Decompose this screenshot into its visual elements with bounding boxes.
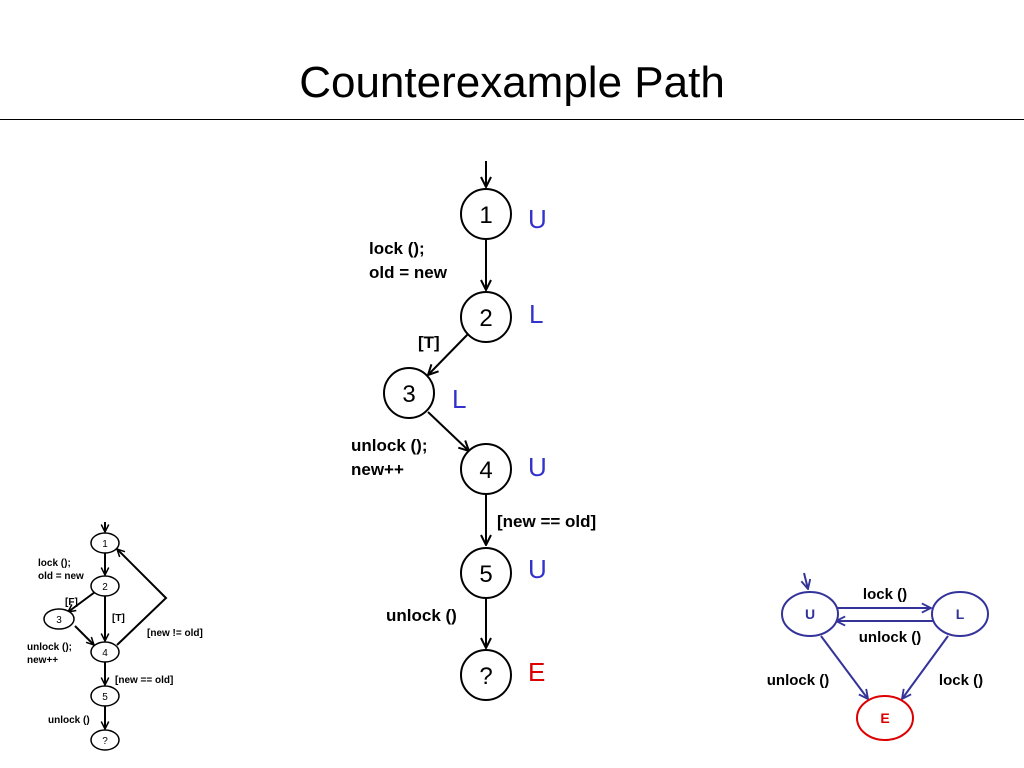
automaton-state-l: L [931,591,989,637]
main-edge-2-3-label: [T] [418,333,440,352]
main-node-1: 1 [460,188,512,240]
cfg-node-1-label: 1 [102,539,108,550]
cfg-node-6-label: ? [102,736,108,747]
automaton-state-l-label: L [956,606,965,622]
main-node-3-label: 3 [402,381,415,408]
automaton-edge-u-to-e [820,635,868,699]
main-node-5: 5 [460,547,512,599]
main-state-4: U [528,452,547,482]
cfg-node-3: 3 [43,608,75,630]
automaton-state-e-label: E [880,710,889,726]
automaton-edge-u-to-l-label: lock () [863,586,907,603]
small-cfg: 1 2 3 4 5 ? lock (); old = new [F] [T] [… [27,522,203,751]
main-edge-5-6-label: unlock () [386,606,457,625]
title-divider [0,119,1024,120]
page-title: Counterexample Path [299,58,725,107]
cfg-edge-4-5-label: [new == old] [115,675,173,686]
main-state-5: U [528,554,547,584]
cfg-edge-3-4-label-2: new++ [27,655,58,666]
cfg-edge-4-1 [117,549,168,646]
cfg-edge-1-2-label-1: lock (); [38,558,71,569]
cfg-node-5: 5 [90,685,120,707]
main-edge-4-5-label: [new == old] [497,512,596,531]
main-node-1-label: 1 [479,202,492,229]
cfg-edge-2-3-label: [F] [65,597,78,608]
cfg-edge-5-6-label: unlock () [48,715,90,726]
main-node-6: ? [460,649,512,701]
main-edge-3-4-label-2: new++ [351,460,404,479]
main-node-2-label: 2 [479,305,492,332]
cfg-node-5-label: 5 [102,692,108,703]
cfg-node-4-label: 4 [102,648,108,659]
automaton-edge-l-to-u-label: unlock () [859,629,922,646]
automaton-edge-l-to-e-label: lock () [939,672,983,689]
cfg-edge-1-2-label-2: old = new [38,571,84,582]
cfg-edge-2-4-label: [T] [112,613,125,624]
main-node-4: 4 [460,443,512,495]
automaton-state-u-label: U [805,606,815,622]
main-state-6: E [528,657,545,687]
cfg-edge-3-4-label-1: unlock (); [27,642,72,653]
main-state-3: L [452,384,466,414]
main-edge-3-4 [427,411,469,451]
main-edge-1-2-label-1: lock (); [369,239,425,258]
cfg-node-2-label: 2 [102,582,108,593]
cfg-edge-3-4 [74,625,94,645]
cfg-node-4: 4 [90,641,120,663]
automaton-edge-u-to-e-label: unlock () [767,672,830,689]
automaton-edge-l-to-e [902,635,949,699]
main-node-5-label: 5 [479,561,492,588]
automaton-entry-arrow [804,572,808,589]
main-state-1: U [528,204,547,234]
cfg-node-6: ? [90,729,120,751]
cfg-node-3-label: 3 [56,615,62,626]
lock-automaton: U L E lock () unlock () unlock () lock (… [767,572,989,741]
automaton-state-u: U [781,591,839,637]
main-state-2: L [529,299,543,329]
main-path: 1 2 3 4 5 ? U L L U U E lock (); old [351,161,596,701]
automaton-state-e: E [856,695,914,741]
cfg-edge-4-1-label: [new != old] [147,628,203,639]
cfg-node-2: 2 [90,575,120,597]
main-node-2: 2 [460,291,512,343]
main-node-6-label: ? [479,663,492,690]
main-node-3: 3 [383,367,435,419]
main-edge-2-3 [428,332,470,375]
main-edge-3-4-label-1: unlock (); [351,436,428,455]
cfg-node-1: 1 [90,532,120,554]
cfg-edge-2-3 [68,591,96,612]
main-edge-1-2-label-2: old = new [369,263,448,282]
main-node-4-label: 4 [479,457,492,484]
